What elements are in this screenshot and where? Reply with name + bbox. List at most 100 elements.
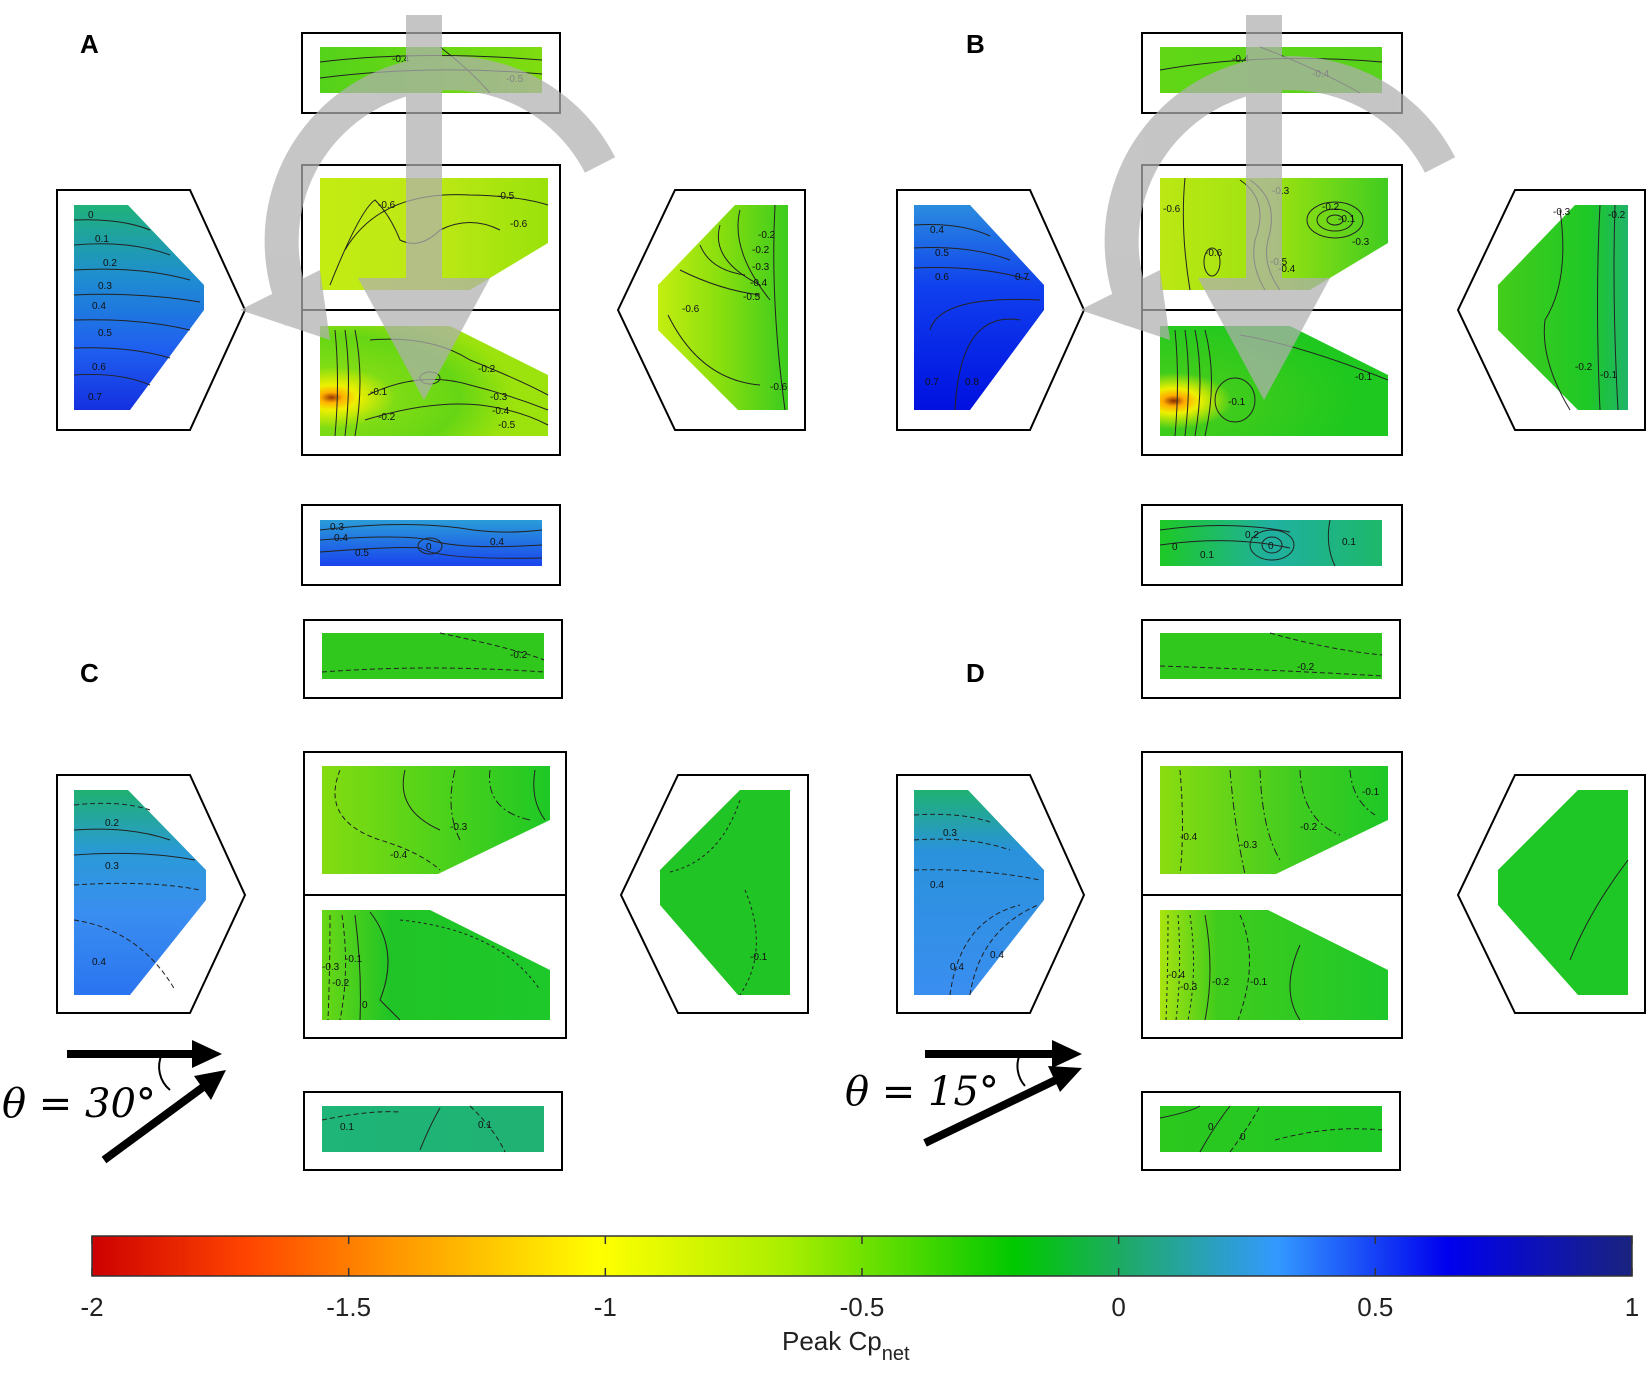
contour-label: -0.3 [450, 822, 468, 833]
face-roof-south: -0.4 -0.3 -0.2 -0.1 [1141, 894, 1403, 1039]
contour-label: 0.5 [935, 248, 949, 259]
colorbar-tick-label: 0 [1111, 1292, 1125, 1322]
contour-label: 0.2 [1245, 530, 1259, 541]
angle-label: θ = 30° [2, 1081, 156, 1127]
face-bottom: 0.1 0.1 [303, 1091, 563, 1171]
contour-label: -0.3 [322, 962, 340, 973]
contour-label: 0.5 [355, 548, 369, 559]
contour-label: 0.8 [965, 377, 979, 388]
contour-label: 0 [1172, 542, 1178, 553]
contour-label: -0.4 [750, 278, 768, 289]
face-roof-south: -0.2 -0.1 -0.2 -0.3 -0.4 -0.5 [301, 309, 561, 456]
face-right: -0.2 -0.2 -0.3 -0.4 -0.5 -0.6 -0.6 [616, 189, 806, 431]
face-left: 0.3 0.4 0.4 0.4 [896, 774, 1086, 1014]
panel-letter: C [80, 658, 99, 688]
contour-label: -0.1 [1362, 787, 1380, 798]
contour-label: -0.6 [378, 200, 396, 211]
contour-label: -0.3 [752, 262, 770, 273]
face-right: -0.3 -0.2 -0.2 -0.1 [1456, 189, 1646, 431]
face-bottom: 0 0.1 0.2 0 0.1 [1141, 504, 1403, 586]
contour-label: 0.4 [92, 957, 106, 968]
contour-label: -0.5 [498, 420, 516, 431]
contour-label: 0 [426, 542, 432, 553]
wind-angle-arrows: θ = 15° [845, 1040, 1082, 1147]
panel-letter: D [966, 658, 985, 688]
panel-letter: A [80, 29, 99, 59]
contour-label: 0.2 [103, 258, 117, 269]
wind-direction-arrow [1080, 15, 1456, 400]
contour-label: -0.6 [770, 382, 788, 393]
contour-label: -0.3 [1240, 840, 1258, 851]
face-left: 0 0.1 0.2 0.3 0.4 0.5 0.6 0.7 [56, 189, 247, 431]
contour-label: -0.1 [1338, 214, 1356, 225]
panel-b: B -0.4 -0.4 0.4 0.5 0.6 0.7 0.7 0.8 [896, 15, 1646, 586]
contour-label: 0 [362, 1000, 368, 1011]
contour-label: 0.3 [330, 522, 344, 533]
face-top: -0.2 [1141, 619, 1401, 699]
contour-label: -0.4 [1168, 970, 1186, 981]
contour-label: -0.1 [1228, 397, 1246, 408]
contour-label: -0.2 [1322, 202, 1340, 213]
angle-label: θ = 15° [845, 1069, 999, 1115]
contour-label: -0.2 [1297, 662, 1315, 673]
colorbar-tick-label: -1.5 [326, 1292, 371, 1322]
contour-label: 0.3 [105, 861, 119, 872]
contour-label: -0.1 [1600, 370, 1618, 381]
contour-label: -0.4 [1278, 264, 1296, 275]
contour-label: -0.4 [492, 406, 510, 417]
contour-label: 0.4 [334, 533, 348, 544]
contour-label: -0.2 [758, 230, 776, 241]
contour-label: 0.4 [950, 962, 964, 973]
face-left: 0.4 0.5 0.6 0.7 0.7 0.8 [896, 189, 1086, 431]
contour-label: 0.6 [935, 272, 949, 283]
contour-label: 0 [88, 210, 94, 221]
panel-letter: B [966, 29, 985, 59]
contour-label: -0.4 [1180, 832, 1198, 843]
contour-label: -0.2 [1575, 362, 1593, 373]
colorbar-title-sub: net [882, 1343, 910, 1365]
contour-label: -0.3 [1553, 207, 1571, 218]
face-top: -0.2 [303, 619, 563, 699]
contour-label: 0 [1268, 541, 1274, 552]
contour-label: -0.3 [1180, 982, 1198, 993]
contour-label: -0.1 [750, 952, 768, 963]
wind-angle-arrows: θ = 30° [2, 1040, 226, 1164]
contour-label: 0.4 [92, 301, 106, 312]
contour-label: -0.6 [1205, 248, 1223, 259]
contour-label: -0.2 [332, 978, 350, 989]
colorbar-title: Peak Cpnet [782, 1326, 910, 1365]
contour-label: 0.1 [1342, 537, 1356, 548]
contour-label: 0.7 [1015, 272, 1029, 283]
contour-label: 0.7 [88, 392, 102, 403]
contour-label: -0.4 [390, 850, 408, 861]
contour-label: 0.4 [490, 537, 504, 548]
colorbar-tick-label: -1 [594, 1292, 617, 1322]
contour-label: -0.1 [345, 954, 363, 965]
contour-label: -0.6 [682, 304, 700, 315]
contour-label: -0.2 [1608, 210, 1626, 221]
contour-label: -0.4 [392, 54, 410, 65]
contour-label: -0.1 [1355, 372, 1373, 383]
colorbar-tick-label: 0.5 [1357, 1292, 1393, 1322]
contour-label: 0.3 [98, 281, 112, 292]
contour-label: -0.5 [497, 191, 515, 202]
contour-label: -0.1 [1250, 977, 1268, 988]
contour-label: -0.2 [1212, 977, 1230, 988]
contour-label: 0.6 [92, 362, 106, 373]
colorbar-tick-label: -2 [80, 1292, 103, 1322]
panel-a: A -0.4 -0.5 0 0.1 0.2 0.3 0.4 [56, 15, 806, 586]
contour-label: 0.7 [925, 377, 939, 388]
face-bottom: 0 0 [1141, 1091, 1401, 1171]
contour-label: -0.2 [752, 245, 770, 256]
contour-label: -0.1 [370, 387, 388, 398]
contour-label: 0.1 [95, 234, 109, 245]
contour-label: 0.1 [340, 1122, 354, 1133]
contour-label: 0 [1240, 1132, 1246, 1143]
face-right [1456, 774, 1646, 1014]
face-roof-north: -0.4 -0.3 -0.2 -0.1 [1141, 751, 1403, 896]
contour-label: 0.4 [930, 880, 944, 891]
contour-label: -0.5 [743, 292, 761, 303]
contour-label: 0.1 [1200, 550, 1214, 561]
